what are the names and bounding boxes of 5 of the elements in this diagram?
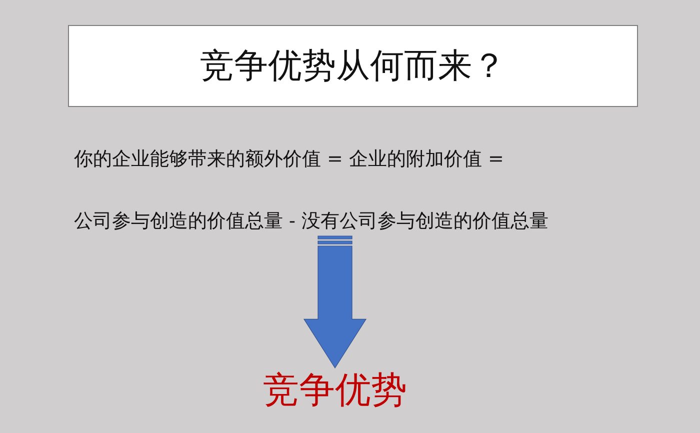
equation-text: 公司参与创造的价值总量 - 没有公司参与创造的价值总量 — [74, 209, 550, 234]
title-box: 竞争优势从何而来？ — [68, 25, 638, 107]
result-text: 竞争优势 — [240, 368, 430, 414]
block-arrow — [303, 236, 367, 369]
equation-text: 你的企业能够带来的额外价值 = 企业的附加价值 = — [74, 147, 505, 172]
